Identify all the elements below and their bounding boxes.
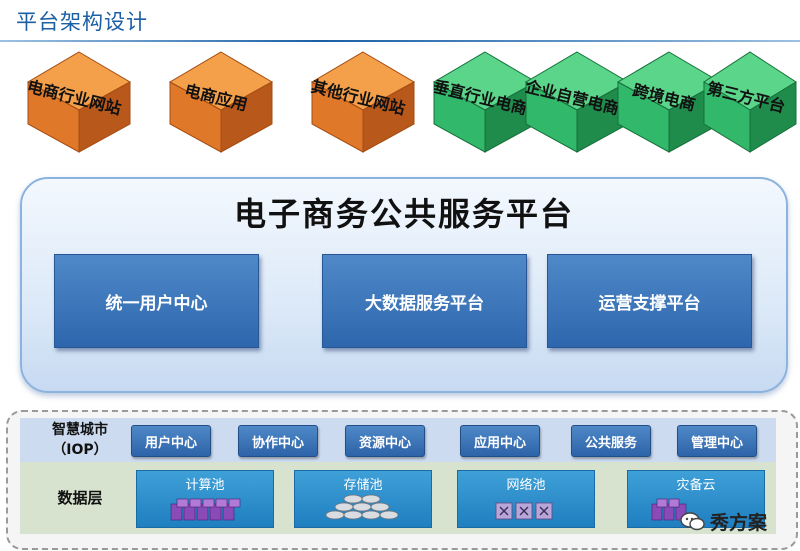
watermark: 秀方案 <box>680 506 790 536</box>
iop-label-line2: （IOP） <box>52 442 108 458</box>
pool-compute: 计算池 <box>136 470 274 528</box>
page-title: 平台架构设计 <box>16 10 148 34</box>
pool-label: 灾备云 <box>676 478 716 493</box>
cube-0: 电商行业网站 <box>24 48 132 158</box>
service-unified-user-center: 统一用户中心 <box>54 254 259 348</box>
service-operation-support: 运营支撑平台 <box>547 254 752 348</box>
data-layer-label: 数据层 <box>57 489 103 507</box>
green-cube-icon <box>524 51 630 153</box>
iop-management-center: 管理中心 <box>677 425 757 457</box>
watermark-text: 秀方案 <box>710 511 768 534</box>
orange-cube-icon <box>168 51 274 153</box>
title-divider <box>0 40 800 42</box>
pool-label: 存储池 <box>343 478 383 493</box>
iop-application-center: 应用中心 <box>460 425 540 457</box>
platform-title: 电子商务公共服务平台 <box>233 195 574 233</box>
cube-5: 跨境电商 <box>614 48 722 158</box>
iop-resource-center: 资源中心 <box>345 425 425 457</box>
iop-label-line1: 智慧城市 <box>52 422 108 438</box>
cube-1: 电商应用 <box>166 48 274 158</box>
wechat-icon <box>680 512 705 531</box>
cube-2: 其他行业网站 <box>308 48 416 158</box>
green-cube-icon <box>703 51 797 153</box>
network-switch-icon <box>495 502 553 520</box>
iop-label: 智慧城市 （IOP） <box>34 420 126 460</box>
cube-4: 企业自营电商 <box>522 48 630 158</box>
service-big-data-platform: 大数据服务平台 <box>322 254 527 348</box>
public-service-platform: 电子商务公共服务平台 统一用户中心 大数据服务平台 运营支撑平台 <box>20 177 788 393</box>
server-rack-icon <box>170 498 241 521</box>
cube-row: 电商行业网站 电商应用 其他行业网站 垂直行业电商 企业自营电商 <box>0 48 800 168</box>
iop-user-center: 用户中心 <box>131 425 211 457</box>
orange-cube-icon <box>26 51 132 153</box>
iop-collaboration-center: 协作中心 <box>238 425 318 457</box>
orange-cube-icon <box>310 51 416 153</box>
pool-label: 网络池 <box>506 478 546 493</box>
database-icon <box>325 494 399 520</box>
pool-storage: 存储池 <box>294 470 432 528</box>
iop-public-service: 公共服务 <box>571 425 651 457</box>
green-cube-icon <box>432 51 538 153</box>
pool-network: 网络池 <box>457 470 595 528</box>
server-rack-icon <box>651 498 687 521</box>
cube-3: 垂直行业电商 <box>430 48 538 158</box>
cube-6: 第三方平台 <box>700 48 800 158</box>
pool-label: 计算池 <box>185 478 225 493</box>
